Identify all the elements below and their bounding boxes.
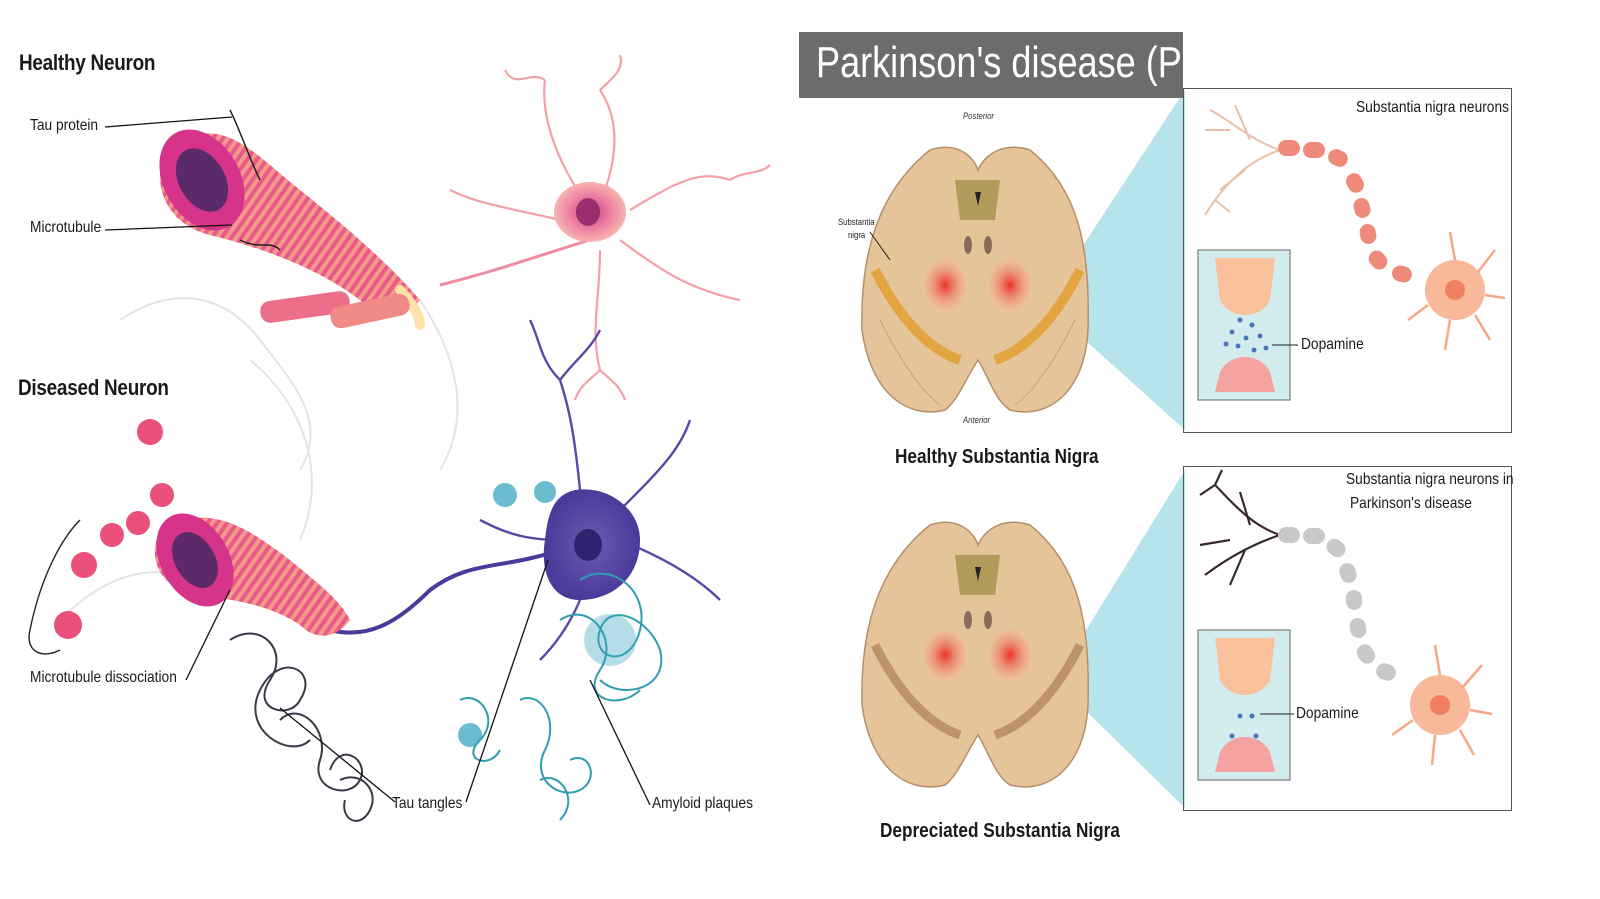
top-inset-box [1183, 88, 1512, 433]
depreciated-brainstem-section [861, 521, 1089, 788]
brainstem-drawing [861, 90, 1506, 808]
depreciated-caption: Depreciated Substantia Nigra [880, 820, 1120, 842]
posterior-label: Posterior [963, 111, 994, 121]
bottom-inset-title-line1: Substantia nigra neurons in [1346, 471, 1514, 488]
leader-lines [104, 116, 651, 806]
amyloid-plaque-blobs [458, 481, 636, 747]
bottom-zoom-wedge [1080, 470, 1185, 808]
diseased-neuron-cell [329, 319, 721, 661]
bottom-inset-box [1183, 466, 1512, 811]
amyloid-plaques-label: Amyloid plaques [652, 795, 753, 812]
healthy-neuron-title: Healthy Neuron [19, 50, 156, 75]
diseased-microtubule [28, 419, 350, 655]
substantia-nigra-label-line2: nigra [848, 230, 866, 240]
neuron-drawing [28, 54, 771, 822]
healthy-neuron-cell [439, 54, 771, 401]
healthy-brainstem-section [861, 146, 1089, 413]
bottom-inset-title-line2: Parkinson's disease [1350, 495, 1472, 512]
tau-tangle-coils [229, 632, 374, 822]
tau-tangles-label: Tau tangles [392, 795, 463, 812]
top-zoom-wedge [1080, 90, 1185, 430]
microtubule-dissociation-label: Microtubule dissociation [30, 669, 177, 686]
alzheimers-neuron-illustration: Healthy Neuron Diseased Neuron Tau prote… [0, 0, 790, 899]
title-banner [799, 32, 1183, 98]
diseased-neuron-title: Diseased Neuron [18, 375, 169, 400]
amyloid-plaque-clusters [459, 572, 663, 821]
top-inset-dopamine-label: Dopamine [1301, 336, 1364, 353]
healthy-caption: Healthy Substantia Nigra [895, 446, 1099, 468]
healthy-neuron-chain [1197, 104, 1506, 401]
healthy-microtubule [159, 109, 425, 330]
parkinsons-substantia-nigra-illustration [790, 0, 1600, 899]
diseased-neuron-chain [1197, 469, 1493, 781]
microtubule-label: Microtubule [30, 219, 102, 236]
substantia-nigra-label-line1: Substantia [838, 217, 875, 227]
page-title: Parkinson's disease (PD) [816, 38, 1220, 87]
substantia-nigra-leader [869, 231, 891, 261]
anterior-label: Anterior [963, 415, 991, 425]
tau-protein-label: Tau protein [30, 117, 99, 134]
top-inset-title: Substantia nigra neurons [1356, 99, 1509, 116]
bottom-inset-dopamine-label: Dopamine [1296, 705, 1359, 722]
